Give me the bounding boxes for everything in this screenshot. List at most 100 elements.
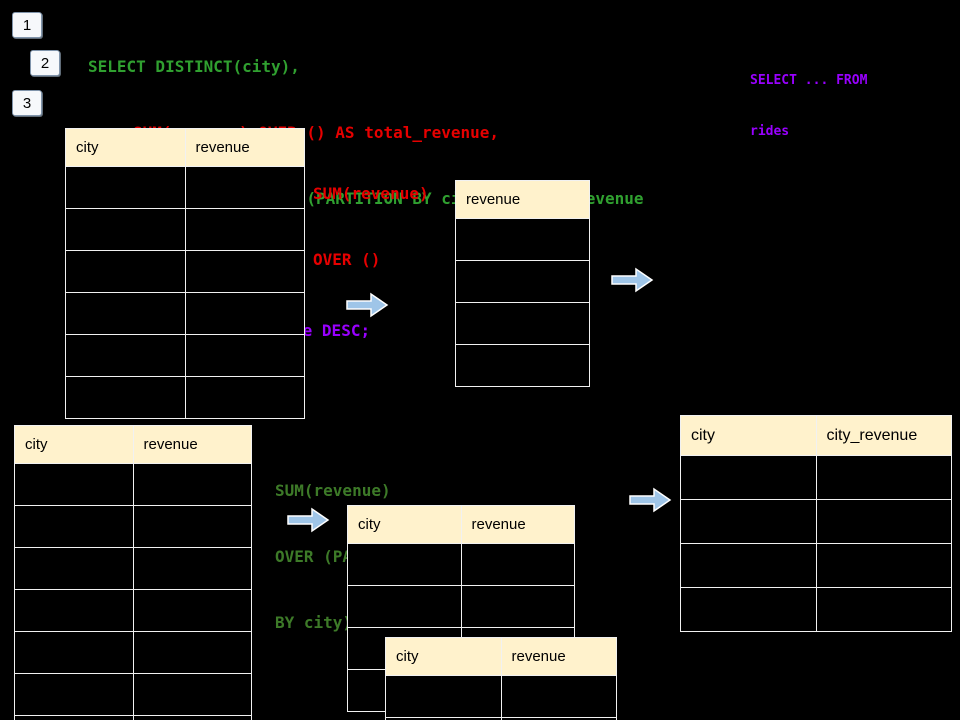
table-total-result: revenue xyxy=(455,180,590,387)
table-cell xyxy=(455,302,590,345)
sql-code-line: SELECT DISTINCT(city), xyxy=(88,57,300,76)
arrow-right-icon xyxy=(611,267,654,293)
table-cell xyxy=(184,376,305,419)
table-row xyxy=(680,587,952,632)
table-cell xyxy=(132,547,252,590)
table-cell xyxy=(132,715,252,720)
table-row xyxy=(385,717,617,720)
table-cell xyxy=(14,589,134,632)
table-cell xyxy=(14,631,134,674)
table-cell xyxy=(347,543,462,586)
total-revenue-label: SUM(revenue) OVER () xyxy=(313,139,429,293)
table-row xyxy=(347,543,575,586)
table-row xyxy=(65,334,305,377)
table-cell xyxy=(455,344,590,387)
table-row xyxy=(14,673,252,716)
table-row xyxy=(455,260,590,303)
table-cell xyxy=(184,334,305,377)
arrow-right-icon xyxy=(346,292,389,318)
table-cell xyxy=(14,715,134,720)
table-cell xyxy=(184,292,305,335)
table-cell xyxy=(680,587,817,632)
table-cell xyxy=(132,673,252,716)
table-row xyxy=(14,589,252,632)
table-cell xyxy=(14,463,134,506)
table-cell xyxy=(680,455,817,500)
table-row xyxy=(65,292,305,335)
step-badge-3: 3 xyxy=(12,90,42,116)
column-header: revenue xyxy=(132,425,252,464)
label-line: SUM(revenue) xyxy=(275,481,391,500)
column-header: city_revenue xyxy=(815,415,952,456)
column-header: city xyxy=(14,425,134,464)
column-header: city xyxy=(65,128,186,167)
table-cell xyxy=(460,543,575,586)
table-row xyxy=(680,543,952,588)
table-cell xyxy=(14,505,134,548)
table-cell xyxy=(184,208,305,251)
table-cell xyxy=(184,250,305,293)
table-row xyxy=(14,463,252,506)
table-row xyxy=(455,344,590,387)
table-row xyxy=(65,250,305,293)
side-note-line: rides xyxy=(750,124,790,139)
label-line: SUM(revenue) xyxy=(313,184,429,203)
table-cell xyxy=(455,260,590,303)
table-cell xyxy=(680,543,817,588)
column-header: revenue xyxy=(455,180,590,219)
table-row xyxy=(455,302,590,345)
table-cell xyxy=(385,675,502,718)
sql-side-note: SELECT ... FROM rides xyxy=(750,38,867,157)
table-row xyxy=(65,166,305,209)
column-header: city xyxy=(680,415,817,456)
table-row xyxy=(680,455,952,500)
table-cell xyxy=(184,166,305,209)
table-cell xyxy=(815,455,952,500)
arrow-right-icon xyxy=(629,487,672,513)
table-cell xyxy=(132,589,252,632)
table-row xyxy=(680,499,952,544)
table-row xyxy=(14,631,252,674)
table-cell xyxy=(14,547,134,590)
table-cell xyxy=(815,499,952,544)
table-row xyxy=(65,208,305,251)
table-cell xyxy=(65,376,186,419)
table-cell xyxy=(500,717,617,720)
label-line: BY city) xyxy=(275,613,353,632)
side-note-line: SELECT ... FROM xyxy=(750,73,868,88)
table-cell xyxy=(132,463,252,506)
table-cell xyxy=(347,585,462,628)
table-cell xyxy=(65,208,186,251)
table-cell xyxy=(65,250,186,293)
table-row xyxy=(347,585,575,628)
table-cell xyxy=(680,499,817,544)
table-cell xyxy=(455,218,590,261)
step-badge-2: 2 xyxy=(30,50,60,76)
column-header: revenue xyxy=(460,505,575,544)
column-header: revenue xyxy=(184,128,305,167)
table-row xyxy=(14,547,252,590)
step-badge-1: 1 xyxy=(12,12,42,38)
column-header: city xyxy=(385,637,502,676)
table-cell xyxy=(65,334,186,377)
label-line: OVER () xyxy=(313,250,381,269)
table-row xyxy=(455,218,590,261)
table-cell xyxy=(132,505,252,548)
table-cell xyxy=(65,166,186,209)
table-cell xyxy=(14,673,134,716)
table-cell xyxy=(132,631,252,674)
table-cell xyxy=(815,543,952,588)
column-header: revenue xyxy=(500,637,617,676)
table-cell xyxy=(65,292,186,335)
arrow-right-icon xyxy=(287,507,330,533)
column-header: city xyxy=(347,505,462,544)
table-row xyxy=(14,715,252,720)
table-cell xyxy=(460,585,575,628)
table-cell xyxy=(500,675,617,718)
table-cell xyxy=(815,587,952,632)
table-row xyxy=(385,675,617,718)
